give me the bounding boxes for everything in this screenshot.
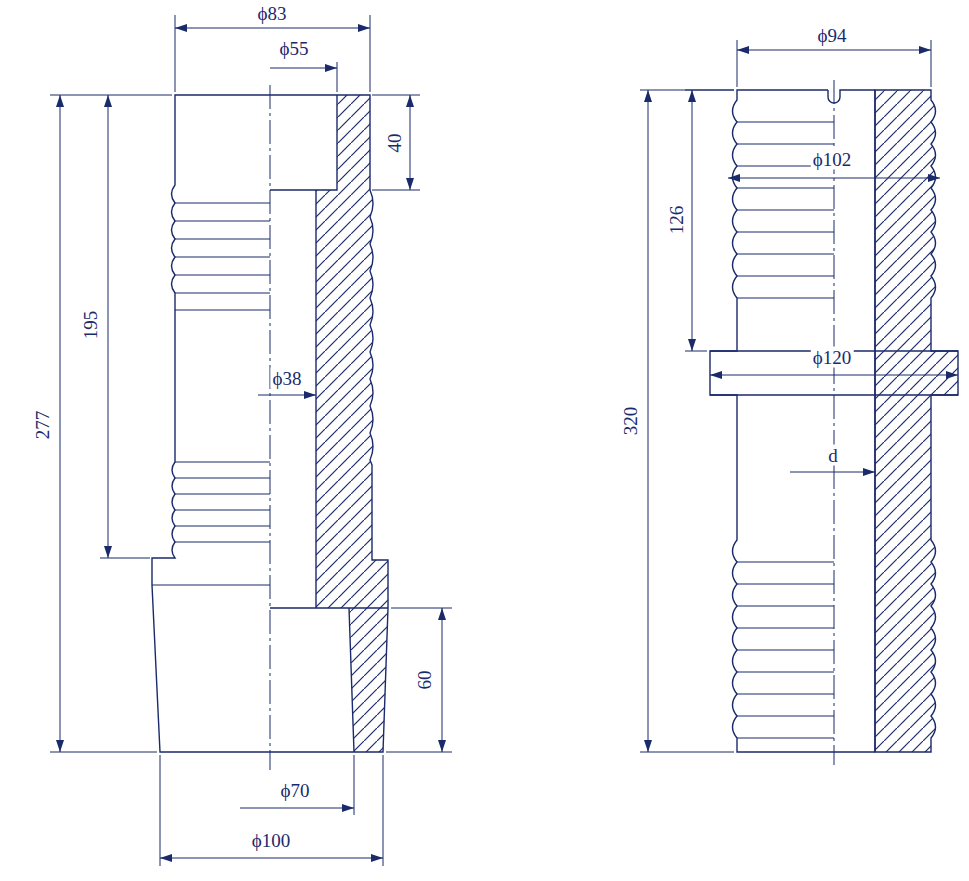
dimension-label: 126 bbox=[666, 204, 687, 237]
dimension-label: ϕ100 bbox=[250, 830, 293, 851]
left-bushing bbox=[152, 85, 388, 770]
dimension-label: ϕ70 bbox=[278, 780, 311, 801]
dimension-lines bbox=[50, 15, 452, 866]
right-bushing bbox=[710, 80, 958, 765]
dimension-label: 320 bbox=[620, 405, 641, 438]
dimension-label: 195 bbox=[80, 309, 101, 342]
dimension-lines bbox=[640, 40, 958, 752]
dimension-label: ϕ55 bbox=[277, 38, 310, 59]
dimension-label: ϕ120 bbox=[811, 347, 854, 368]
dimension-label: ϕ83 bbox=[255, 3, 288, 24]
dimension-label: 60 bbox=[414, 669, 435, 692]
dimension-label: 40 bbox=[384, 132, 405, 155]
dimension-label: d bbox=[826, 445, 840, 466]
dimension-label: ϕ102 bbox=[811, 149, 854, 170]
dimension-label: ϕ38 bbox=[270, 368, 303, 389]
dimension-label: ϕ94 bbox=[815, 25, 848, 46]
dimension-label: 277 bbox=[32, 409, 53, 442]
